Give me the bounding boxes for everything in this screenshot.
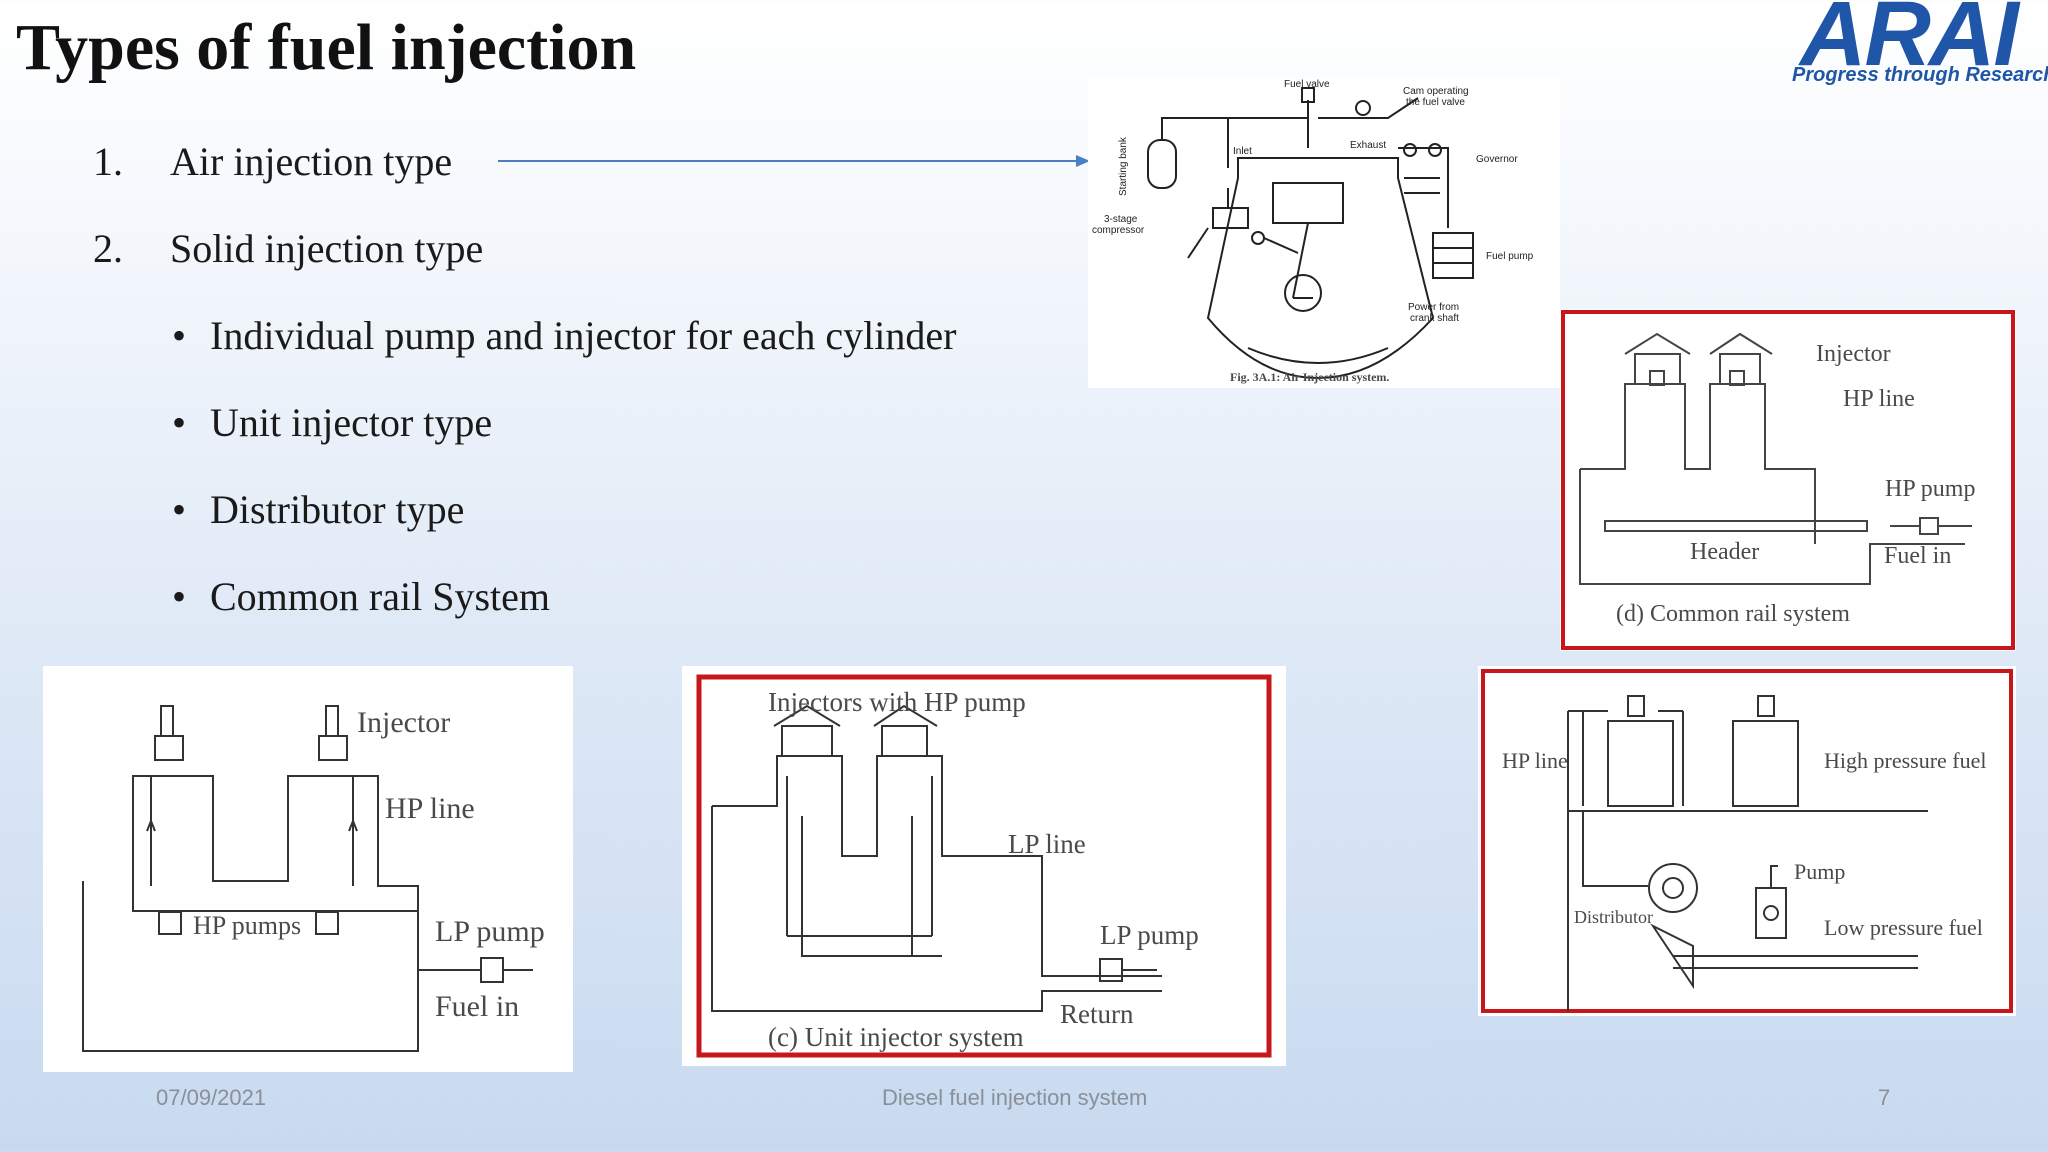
d-label-low-pressure: Low pressure fuel [1824,915,1983,940]
ip-label-hp-line: HP line [385,792,475,825]
cr-label-header: Header [1690,539,1759,565]
cr-label-hp-line: HP line [1843,386,1915,412]
cr-label-injector: Injector [1816,341,1891,367]
arai-logo: ARAI Progress through Research [1790,0,2048,98]
cr-label-hp-pump: HP pump [1885,476,1975,502]
cr-label-fuel-in: Fuel in [1884,543,1951,569]
ip-label-lp-pump: LP pump [435,915,545,948]
footer-page-number: 7 [1878,1085,1891,1110]
bullet-dot: • [172,574,187,619]
label-starting-bank: Starting bank [1118,136,1129,196]
bullet-label: Individual pump and injector for each cy… [210,313,957,358]
air-injection-caption: Fig. 3A.1: Air Injection system. [1230,370,1389,384]
d-label-high-pressure: High pressure fuel [1824,748,1987,773]
label-power-2: crank shaft [1410,313,1459,324]
figure-individual-pump: Injector HP line HP pumps LP pump Fuel i… [43,666,573,1072]
figure-common-rail: Injector HP line HP pump Header Fuel in … [1560,309,2016,651]
ui-label-return: Return [1060,999,1134,1029]
individual-pump-diagram: Injector HP line HP pumps LP pump Fuel i… [82,705,545,1052]
cr-caption: (d) Common rail system [1616,601,1850,627]
ip-label-hp-pumps: HP pumps [193,911,301,940]
bullet-label: Unit injector type [210,400,493,445]
label-fuel-valve: Fuel valve [1284,79,1330,90]
d-label-hp-line: HP line [1502,748,1568,773]
footer-title: Diesel fuel injection system [882,1085,1148,1110]
ip-label-fuel-in: Fuel in [435,990,519,1023]
bullet-label: Common rail System [210,574,550,619]
logo-word: ARAI [1800,0,2019,85]
label-cam: Cam operating [1403,86,1469,97]
label-power-1: Power from [1408,302,1459,313]
ui-caption: (c) Unit injector system [768,1022,1024,1052]
label-compressor-1: 3-stage [1104,214,1138,225]
list-number: 2. [93,226,123,271]
unit-injector-diagram: Injectors with HP pump LP line LP pump R… [696,674,1272,1058]
label-exhaust: Exhaust [1350,140,1386,151]
bullet-dot: • [172,487,187,532]
label-fuel-pump: Fuel pump [1486,251,1534,262]
air-injection-diagram: Fuel valve Cam operating the fuel valve … [1092,79,1534,384]
slide-title: Types of fuel injection [16,11,637,84]
label-inlet: Inlet [1233,146,1252,157]
list-number: 1. [93,139,123,184]
bullet-dot: • [172,400,187,445]
pointer-arrow [498,155,1090,167]
distributor-diagram: HP line High pressure fuel Pump Distribu… [1481,669,2013,1013]
figure-unit-injector: Injectors with HP pump LP line LP pump R… [682,666,1286,1066]
footer-date: 07/09/2021 [156,1085,267,1110]
d-label-pump: Pump [1794,859,1845,884]
label-compressor-2: compressor [1092,225,1145,236]
list-label: Solid injection type [170,226,484,271]
label-cam-2: the fuel valve [1406,97,1465,108]
logo-tagline: Progress through Research [1792,64,2048,86]
ui-label-title: Injectors with HP pump [768,687,1026,717]
ui-label-lp-line: LP line [1008,829,1086,859]
label-governor: Governor [1476,154,1518,165]
common-rail-diagram: Injector HP line HP pump Header Fuel in … [1561,310,2015,650]
list-label: Air injection type [170,139,453,184]
bullet-dot: • [172,313,187,358]
figure-air-injection: Fuel valve Cam operating the fuel valve … [1088,78,1560,388]
bullet-label: Distributor type [210,487,465,532]
ip-label-injector: Injector [357,706,450,739]
d-label-distributor: Distributor [1574,907,1653,927]
figure-distributor: HP line High pressure fuel Pump Distribu… [1478,666,2016,1016]
ui-label-lp-pump: LP pump [1100,920,1199,950]
